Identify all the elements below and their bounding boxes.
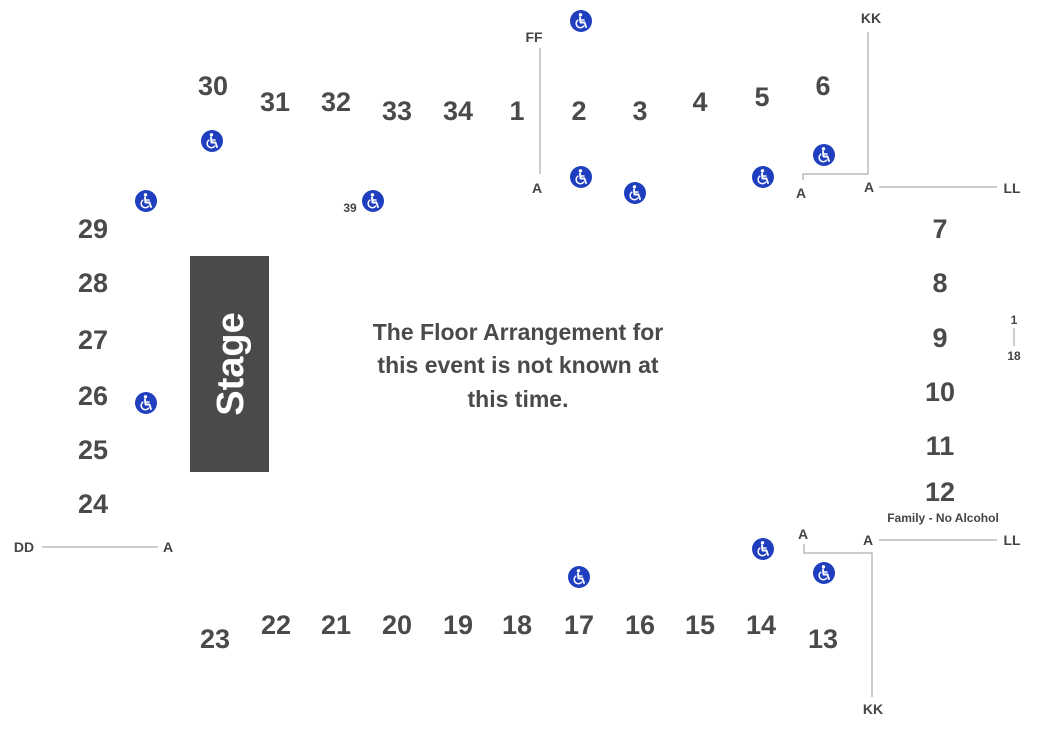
row-label-a-bottom-right-2: A [863,532,873,548]
section-27[interactable]: 27 [78,325,108,355]
wheelchair-icon[interactable] [813,562,835,584]
aisle-line-kk-bottom [803,544,873,697]
section-30[interactable]: 30 [198,71,228,101]
section-17[interactable]: 17 [564,610,594,640]
section-5[interactable]: 5 [754,82,769,112]
section-32[interactable]: 32 [321,87,351,117]
section-3[interactable]: 3 [632,96,647,126]
section-25[interactable]: 25 [78,435,108,465]
floor-note-line-1: The Floor Arrangement for [373,319,664,345]
section-31[interactable]: 31 [260,87,290,117]
row-label-a-top-right-2: A [864,179,874,195]
wheelchair-icon[interactable] [752,166,774,188]
section-1[interactable]: 1 [509,96,524,126]
row-label-kk-top: KK [861,10,881,26]
section-6[interactable]: 6 [815,71,830,101]
section-28[interactable]: 28 [78,268,108,298]
section-9[interactable]: 9 [932,323,947,353]
section-8[interactable]: 8 [932,268,947,298]
row-label-a-top-right-1: A [796,185,806,201]
floor-note-line-2: this event is not known at [377,352,658,378]
row-label-ll-top: LL [1003,180,1021,196]
section-22[interactable]: 22 [261,610,291,640]
section-34[interactable]: 34 [443,96,473,126]
stage [190,256,269,472]
section-10[interactable]: 10 [925,377,955,407]
section-24[interactable]: 24 [78,489,108,519]
wheelchair-icon[interactable] [570,166,592,188]
row-label-a-top: A [532,180,542,196]
row-label-a-bottom-right-1: A [798,526,808,542]
wheelchair-icon[interactable] [135,190,157,212]
section-20[interactable]: 20 [382,610,412,640]
section-2[interactable]: 2 [571,96,586,126]
section-18[interactable]: 18 [502,610,532,640]
section-11[interactable]: 11 [926,431,955,461]
row-label-ff: FF [525,29,543,45]
side-range-start: 1 [1011,313,1018,327]
section-12[interactable]: 12 [925,477,955,507]
section-19[interactable]: 19 [443,610,473,640]
wheelchair-icon[interactable] [362,190,384,212]
floor-note-line-3: this time. [468,386,569,412]
wheelchair-icon[interactable] [813,144,835,166]
section-23[interactable]: 23 [200,624,230,654]
row-label-dd: DD [14,539,34,555]
side-range-end: 18 [1007,349,1021,363]
wheelchair-icon[interactable] [624,182,646,204]
section-13[interactable]: 13 [808,624,838,654]
section-29[interactable]: 29 [78,214,108,244]
wheelchair-icon[interactable] [135,392,157,414]
section-4[interactable]: 4 [692,87,707,117]
row-label-a-left: A [163,539,173,555]
section-15[interactable]: 15 [685,610,715,640]
wheelchair-icon[interactable] [752,538,774,560]
wheelchair-icon[interactable] [568,566,590,588]
section-14[interactable]: 14 [746,610,776,640]
aisle-line-kk-top [802,32,869,180]
section-33[interactable]: 33 [382,96,412,126]
wheelchair-icon[interactable] [570,10,592,32]
stage-label: Stage [210,312,252,415]
section-21[interactable]: 21 [321,610,351,640]
section-26[interactable]: 26 [78,381,108,411]
family-zone-label: Family - No Alcohol [887,511,999,525]
row-label-kk-bottom: KK [863,701,883,717]
row-label-ll-bottom: LL [1003,532,1021,548]
section-7[interactable]: 7 [932,214,947,244]
section-16[interactable]: 16 [625,610,655,640]
section-39-label: 39 [343,201,357,215]
wheelchair-icon[interactable] [201,130,223,152]
